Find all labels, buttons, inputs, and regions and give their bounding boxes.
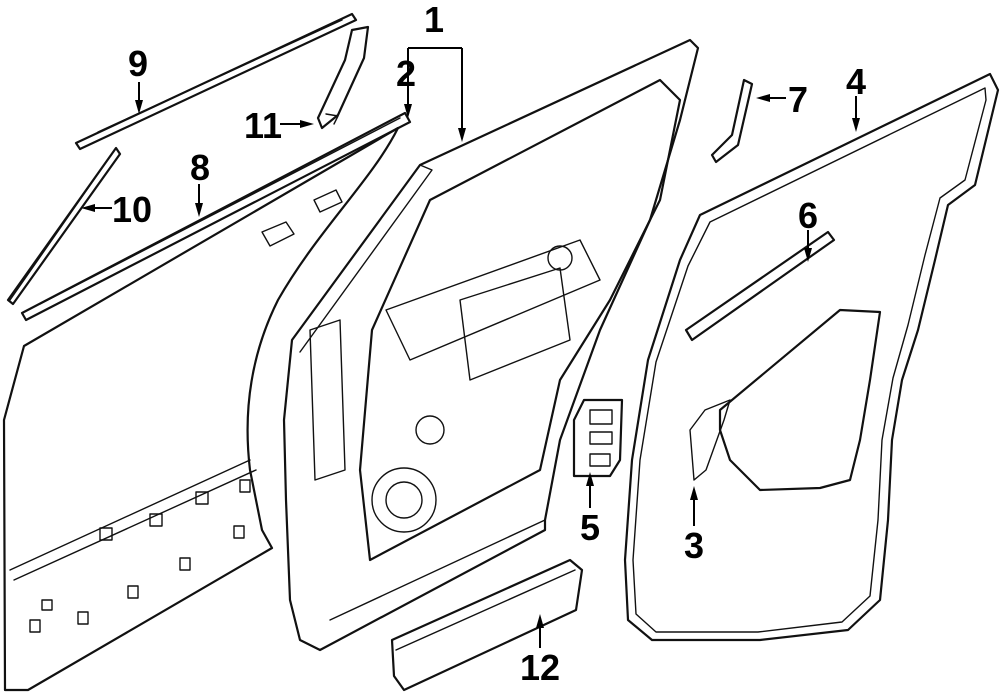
callout-7: 7 [788, 79, 809, 120]
callout-4: 4 [846, 61, 867, 102]
part-11-division-bracket [316, 25, 370, 130]
callout-5: 5 [580, 507, 601, 548]
callout-10: 10 [112, 189, 153, 230]
part-1-door-shell [282, 38, 700, 652]
callout-1: 1 [424, 0, 445, 40]
part-9-glass-run-strip [74, 12, 358, 151]
part-7-corner-trim [710, 78, 754, 164]
part-10-quarter-glass [6, 146, 122, 306]
callout-3: 3 [684, 525, 705, 566]
callout-12: 12 [520, 647, 561, 688]
part-3-water-shield [689, 308, 882, 492]
part-2-outer-panel [2, 126, 400, 692]
part-12-lower-moulding [390, 558, 584, 692]
callout-2: 2 [396, 53, 417, 94]
callout-8: 8 [190, 147, 211, 188]
part-5-lock-actuator [572, 398, 624, 478]
callout-6: 6 [798, 195, 819, 236]
leader-lines [81, 47, 860, 648]
part-6-inner-belt-strip [684, 230, 836, 342]
part-8-belt-weatherstrip [20, 111, 412, 322]
callout-9: 9 [128, 43, 149, 84]
part-4-door-weatherstrip [623, 72, 1000, 642]
callout-11: 11 [244, 105, 283, 146]
